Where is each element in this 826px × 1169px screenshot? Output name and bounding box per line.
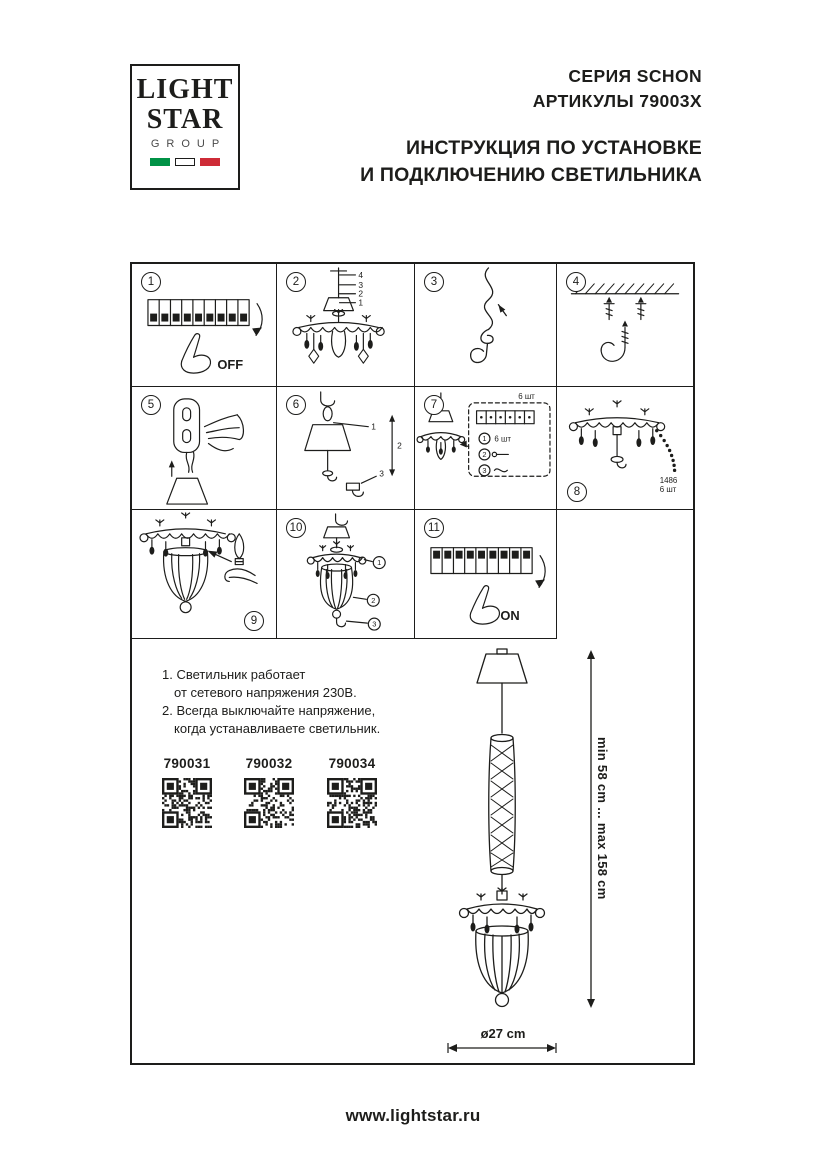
- logo-word-light: LIGHT: [136, 74, 234, 105]
- step-number: 7: [424, 395, 444, 415]
- qr-code: [244, 778, 294, 828]
- callout-3: 3: [379, 468, 384, 478]
- part-code-label: 1486: [660, 476, 678, 485]
- breaker-off-illustration: OFF: [147, 299, 263, 374]
- note-line: 1. Светильник работает: [162, 667, 306, 682]
- callout-1: 1: [358, 298, 363, 308]
- article-number: 790032: [245, 756, 293, 771]
- qr-code: [327, 778, 377, 828]
- article-number: 790034: [328, 756, 376, 771]
- callout-4: 4: [358, 270, 363, 280]
- crystal-decor-illustration: 1486 6 шт: [568, 400, 678, 494]
- part-qty-label: 6 шт: [660, 485, 677, 494]
- cord-hook-illustration: [469, 267, 507, 364]
- instruction-title-line2: И ПОДКЛЮЧЕНИЮ СВЕТИЛЬНИКА: [360, 164, 702, 186]
- step-number: 11: [424, 518, 444, 538]
- callout-1: 1: [482, 434, 486, 443]
- step-cell-6: 6: [277, 387, 415, 510]
- article-block: 790031: [158, 756, 216, 828]
- step-cell-2: 2: [277, 264, 415, 387]
- qty-label-top: 6 шт: [518, 392, 535, 401]
- wiring-bracket-illustration: [166, 398, 245, 505]
- callout-1: 1: [377, 558, 381, 567]
- qty-label-inner: 6 шт: [494, 435, 511, 444]
- step-number: 9: [244, 611, 264, 631]
- website-url: www.lightstar.ru: [345, 1106, 481, 1125]
- logo-word-star: STAR: [146, 104, 224, 135]
- step-cell-1: 1 OFF: [132, 264, 277, 387]
- series-title: СЕРИЯ SCHON: [568, 66, 702, 86]
- italy-flag-mark: [132, 158, 238, 166]
- terminal-block-detail-illustration: 6 шт 6 шт 1 2 3: [416, 392, 551, 477]
- safety-notes: 1. Светильник работает от сетевого напря…: [162, 666, 380, 738]
- note-line: 2. Всегда выключайте напряжение,: [162, 703, 376, 718]
- logo-word-group: GROUP: [150, 138, 227, 150]
- chandelier-top-parts-illustration: 4 3 2 1: [292, 267, 385, 364]
- assembled-lamp-illustration: 1 2 3: [306, 513, 386, 631]
- callout-3: 3: [358, 280, 363, 290]
- step-cell-7: 7: [415, 387, 557, 510]
- callout-3: 3: [372, 620, 376, 629]
- step-number: 8: [567, 482, 587, 502]
- step-cell-10: 10: [277, 510, 415, 639]
- step-number: 4: [566, 272, 586, 292]
- callout-2: 2: [371, 596, 375, 605]
- callout-2: 2: [482, 450, 486, 459]
- instruction-grid: 1 OFF 2: [130, 262, 695, 1065]
- flag-green-bar: [150, 158, 170, 166]
- step-cell-5: 5: [132, 387, 277, 510]
- off-label: OFF: [217, 357, 243, 372]
- flag-red-bar: [200, 158, 220, 166]
- diameter-dimension-label: ø27 cm: [480, 1026, 526, 1041]
- diameter-dimension-arrow: [447, 1043, 557, 1053]
- chandelier-dimension-drawing: [458, 648, 546, 1008]
- instruction-title: ИНСТРУКЦИЯ ПО УСТАНОВКЕ И ПОДКЛЮЧЕНИЮ СВ…: [360, 135, 702, 189]
- callout-1: 1: [371, 422, 376, 432]
- summary-area: 1. Светильник работает от сетевого напря…: [132, 639, 693, 1063]
- bulb-install-illustration: [139, 512, 258, 614]
- step-number: 10: [286, 518, 306, 538]
- note-line: когда устанавливаете светильник.: [174, 721, 381, 736]
- step-number: 6: [286, 395, 306, 415]
- on-label: ON: [500, 608, 519, 623]
- canopy-assembly-illustration: 1 2 3: [304, 391, 402, 497]
- step-cell-11: 11 ON: [415, 510, 557, 639]
- step-cell-4: 4: [557, 264, 693, 387]
- articles-title: АРТИКУЛЫ 79003X: [532, 91, 702, 111]
- step-number: 2: [286, 272, 306, 292]
- step-number: 3: [424, 272, 444, 292]
- step-cell-8: 8: [557, 387, 693, 510]
- flag-white-bar: [175, 158, 195, 166]
- step-number: 5: [141, 395, 161, 415]
- step-number: 1: [141, 272, 161, 292]
- callout-2: 2: [397, 440, 402, 450]
- article-block: 790034: [323, 756, 381, 828]
- breaker-on-illustration: ON: [430, 547, 546, 625]
- article-number: 790031: [163, 756, 211, 771]
- instruction-title-line1: ИНСТРУКЦИЯ ПО УСТАНОВКЕ: [405, 137, 702, 159]
- step-cell-3: 3: [415, 264, 557, 387]
- height-dimension-arrow: [587, 650, 595, 1008]
- callout-3: 3: [482, 466, 486, 475]
- height-dimension-label: min 58 cm ... max 158 cm: [595, 737, 610, 900]
- step-cell-9: 9: [132, 510, 277, 639]
- callout-2: 2: [358, 289, 363, 299]
- header: СЕРИЯ SCHON АРТИКУЛЫ 79003X ИНСТРУКЦИЯ П…: [360, 64, 702, 189]
- qr-code: [162, 778, 212, 828]
- note-line: от сетевого напряжения 230В.: [174, 685, 357, 700]
- lightstar-logo: LIGHT STAR GROUP: [130, 64, 240, 190]
- article-block: 790032: [240, 756, 298, 828]
